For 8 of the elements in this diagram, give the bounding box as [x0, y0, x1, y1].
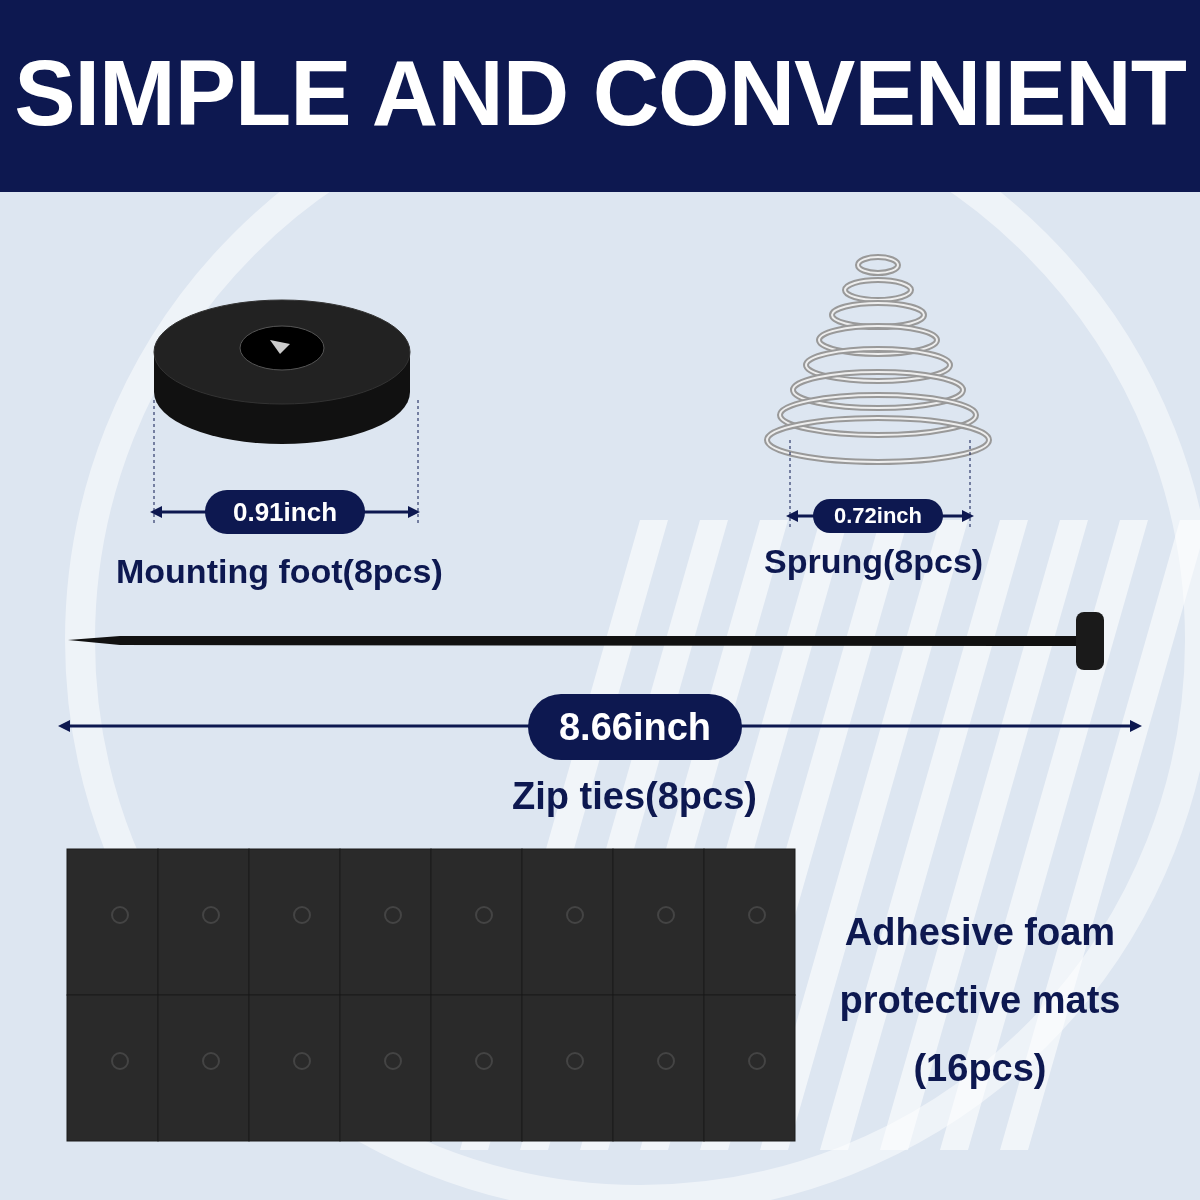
part-caption: Adhesive foam protective mats (16pcs) [838, 910, 1122, 1091]
part-caption: Mounting foot(8pcs) [116, 552, 443, 591]
dimension-label: 0.72inch [813, 499, 943, 533]
dimension-label: 8.66inch [528, 694, 742, 760]
title-heading: SIMPLE AND CONVENIENT [13, 41, 1187, 146]
part-caption: Zip ties(8pcs) [512, 775, 757, 818]
dimension-label: 0.91inch [205, 490, 365, 534]
part-caption: Sprung(8pcs) [764, 542, 984, 581]
